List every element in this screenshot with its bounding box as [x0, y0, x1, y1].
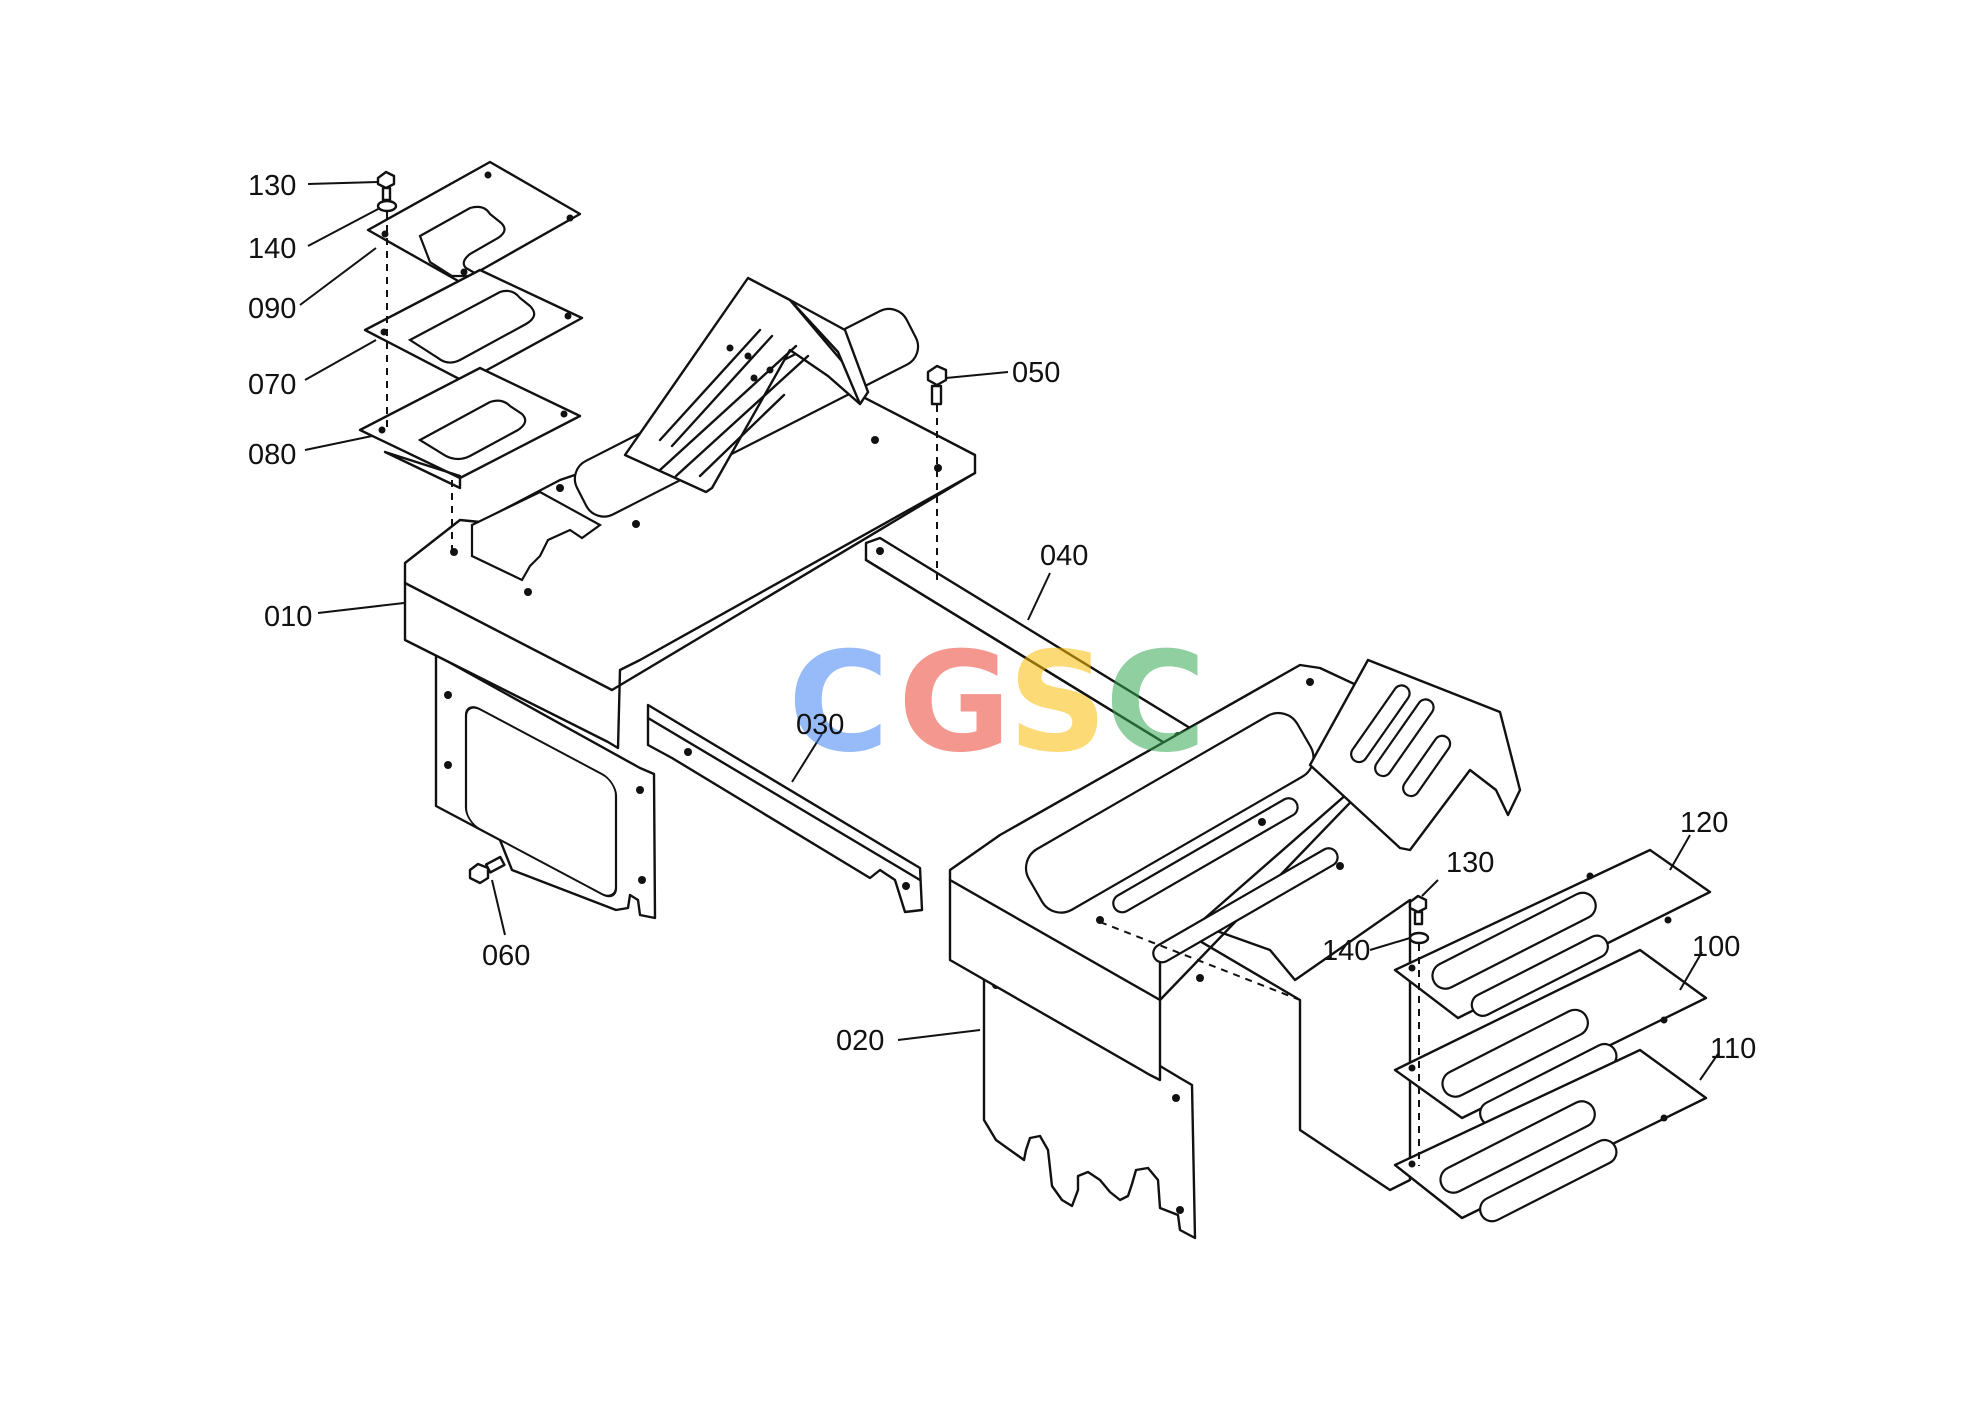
plate-080: [358, 366, 582, 490]
part-010-bracket: [403, 276, 977, 920]
bolt-060-icon: [468, 855, 506, 885]
plate-120: [1393, 848, 1712, 1020]
plate-110: [1393, 1048, 1708, 1223]
plate-100: [1393, 948, 1708, 1127]
washer-140-right-icon: [1408, 931, 1430, 945]
watermark-letter-4: C: [1105, 622, 1206, 783]
label-010: 010: [264, 601, 312, 633]
bolt-130-right-icon: [1408, 894, 1428, 926]
bolt-050-icon: [926, 364, 948, 406]
label-120: 120: [1680, 807, 1728, 839]
label-130-right: 130: [1446, 847, 1494, 879]
part-030-bar: [646, 703, 924, 914]
leader-lines: [299, 181, 1719, 1081]
assembly-lines: [386, 212, 1420, 1166]
label-090: 090: [248, 293, 296, 325]
label-130-left: 130: [248, 170, 296, 202]
label-040: 040: [1040, 540, 1088, 572]
watermark-letter-3: S: [1008, 622, 1107, 783]
watermark-logo: C G S C: [788, 622, 1206, 783]
part-labels: 130 140 090 070 080 010 050 040 030 060 …: [248, 170, 1756, 1065]
label-030: 030: [796, 709, 844, 741]
label-140-left: 140: [248, 233, 296, 265]
label-100: 100: [1692, 931, 1740, 963]
washer-140-left-icon: [376, 199, 398, 213]
label-050: 050: [1012, 357, 1060, 389]
plate-070: [363, 268, 584, 384]
watermark-letter-1: C: [788, 622, 889, 783]
watermark-letter-2: G: [898, 622, 1011, 783]
label-110: 110: [1710, 1033, 1756, 1065]
label-070: 070: [248, 369, 296, 401]
label-020: 020: [836, 1025, 884, 1057]
bolt-130-left-icon: [376, 170, 396, 202]
part-020-bracket: [948, 658, 1522, 1240]
label-060: 060: [482, 940, 530, 972]
label-140-right: 140: [1322, 935, 1370, 967]
plate-090: [366, 160, 582, 284]
label-080: 080: [248, 439, 296, 471]
